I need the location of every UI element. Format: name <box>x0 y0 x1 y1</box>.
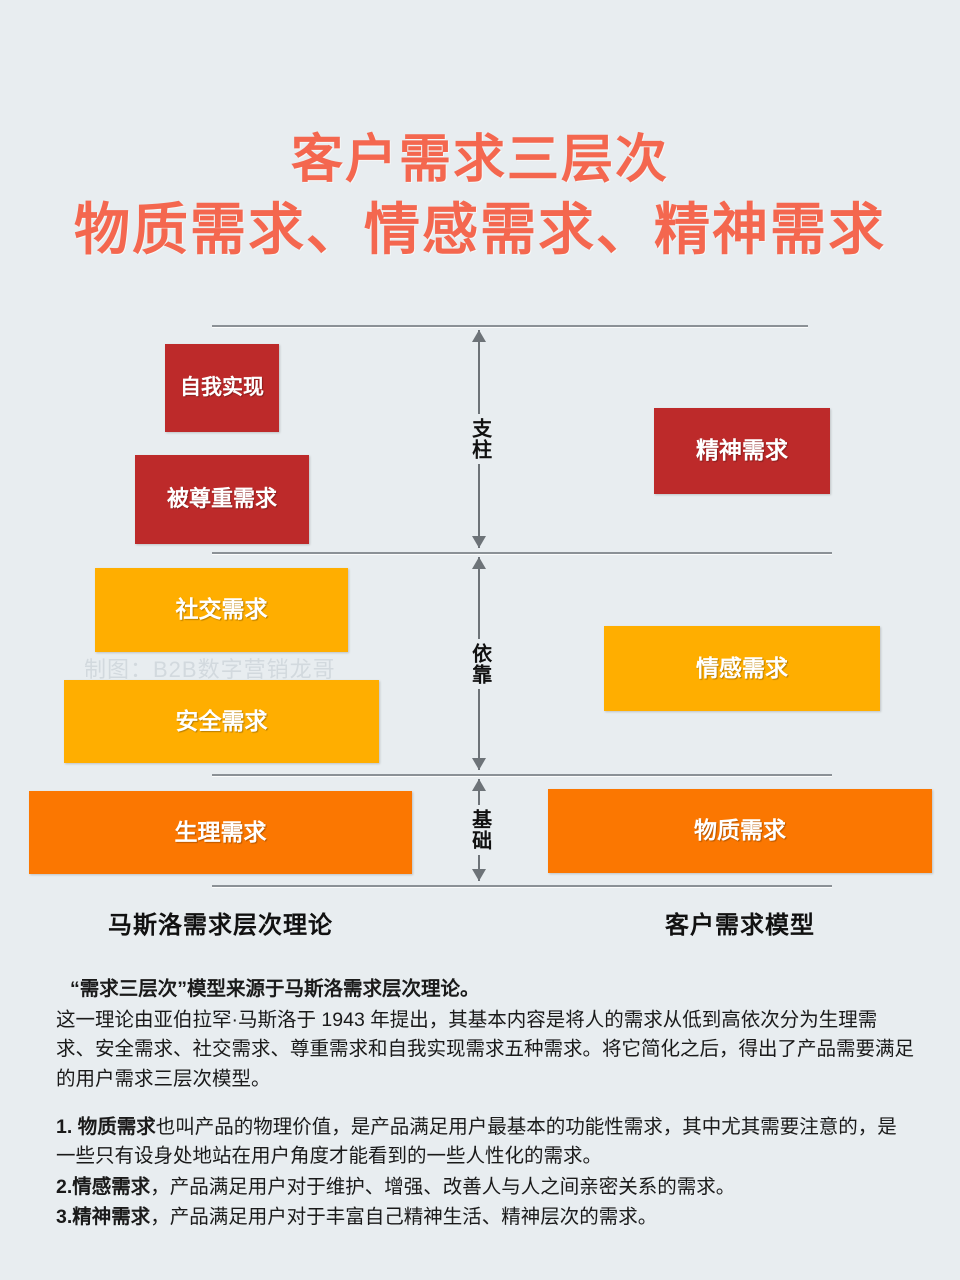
arrow-head-down-icon <box>472 758 486 770</box>
title-line-1: 客户需求三层次 <box>290 131 669 189</box>
list-item-term: 物质需求 <box>77 1115 156 1138</box>
maslow-level-self-actualization: 自我实现 <box>165 344 279 432</box>
list-item: 2.情感需求，产品满足用户对于维护、增强、改善人与人之间亲密关系的需求。 <box>56 1173 916 1203</box>
list-item-term: 精神需求 <box>72 1206 151 1229</box>
list-item: 3.精神需求，产品满足用户对于丰富自己精神生活、精神层次的需求。 <box>56 1203 916 1233</box>
list-item-number: 1. <box>56 1115 73 1138</box>
maslow-level-label: 安全需求 <box>175 707 268 734</box>
body-copy: “需求三层次”模型来源于马斯洛需求层次理论。 这一理论由亚伯拉罕·马斯洛于 19… <box>56 975 916 1234</box>
divider-third <box>212 774 832 776</box>
customer-level-label: 物质需求 <box>694 817 786 844</box>
watermark: 制图：B2B数字营销龙哥 <box>84 657 336 682</box>
list-item-number: 2. <box>56 1175 73 1198</box>
arrow-head-up-icon <box>472 330 486 342</box>
customer-level-emotional: 情感需求 <box>604 626 880 711</box>
customer-level-label: 精神需求 <box>696 437 788 464</box>
relation-label: 依靠 <box>468 638 491 689</box>
relation-arrow-reliance: 依靠 <box>459 557 499 770</box>
customer-level-spiritual: 精神需求 <box>654 408 830 494</box>
title-line-2: 物质需求、情感需求、精神需求 <box>74 198 886 262</box>
relation-label: 支柱 <box>468 414 491 464</box>
relation-arrow-foundation: 基础 <box>459 779 499 881</box>
list-item: 1. 物质需求也叫产品的物理价值，是产品满足用户最基本的功能性需求，其中尤其需要… <box>56 1113 916 1172</box>
list-item-text: 也叫产品的物理价值，是产品满足用户最基本的功能性需求，其中尤其需要注意的，是一些… <box>56 1115 897 1168</box>
body-lead: “需求三层次”模型来源于马斯洛需求层次理论。 <box>70 978 480 1000</box>
divider-top <box>212 325 808 327</box>
list-item-text: ，产品满足用户对于维护、增强、改善人与人之间亲密关系的需求。 <box>150 1175 736 1198</box>
maslow-level-social: 社交需求 <box>95 568 348 652</box>
list-item-term: 情感需求 <box>72 1175 151 1198</box>
list-item-number: 3. <box>56 1206 73 1229</box>
customer-level-label: 情感需求 <box>696 654 788 681</box>
maslow-level-safety: 安全需求 <box>64 680 379 763</box>
left-model-caption: 马斯洛需求层次理论 <box>108 912 333 939</box>
list-item-text: ，产品满足用户对于丰富自己精神生活、精神层次的需求。 <box>150 1206 658 1229</box>
maslow-level-label: 社交需求 <box>175 596 268 623</box>
divider-bottom <box>212 885 832 887</box>
page-title: 客户需求三层次 物质需求、情感需求、精神需求 <box>0 130 960 263</box>
maslow-level-esteem: 被尊重需求 <box>135 455 309 544</box>
maslow-level-label: 自我实现 <box>180 375 264 399</box>
right-model-caption: 客户需求模型 <box>665 912 815 939</box>
arrow-head-down-icon <box>472 869 486 881</box>
maslow-level-label: 生理需求 <box>174 818 267 845</box>
relation-label: 基础 <box>468 805 491 855</box>
customer-level-material: 物质需求 <box>548 789 932 873</box>
arrow-head-up-icon <box>472 557 486 569</box>
maslow-level-label: 被尊重需求 <box>166 486 277 512</box>
needs-diagram: 自我实现 被尊重需求 社交需求 安全需求 生理需求 制图：B2B数字营销龙哥 支… <box>29 325 932 939</box>
maslow-level-physiological: 生理需求 <box>29 791 412 874</box>
body-paragraph: 这一理论由亚伯拉罕·马斯洛于 1943 年提出，其基本内容是将人的需求从低到高依… <box>56 1008 915 1090</box>
divider-second <box>212 552 832 554</box>
relation-arrow-support: 支柱 <box>459 330 499 548</box>
arrow-head-down-icon <box>472 536 486 548</box>
arrow-head-up-icon <box>472 779 486 791</box>
